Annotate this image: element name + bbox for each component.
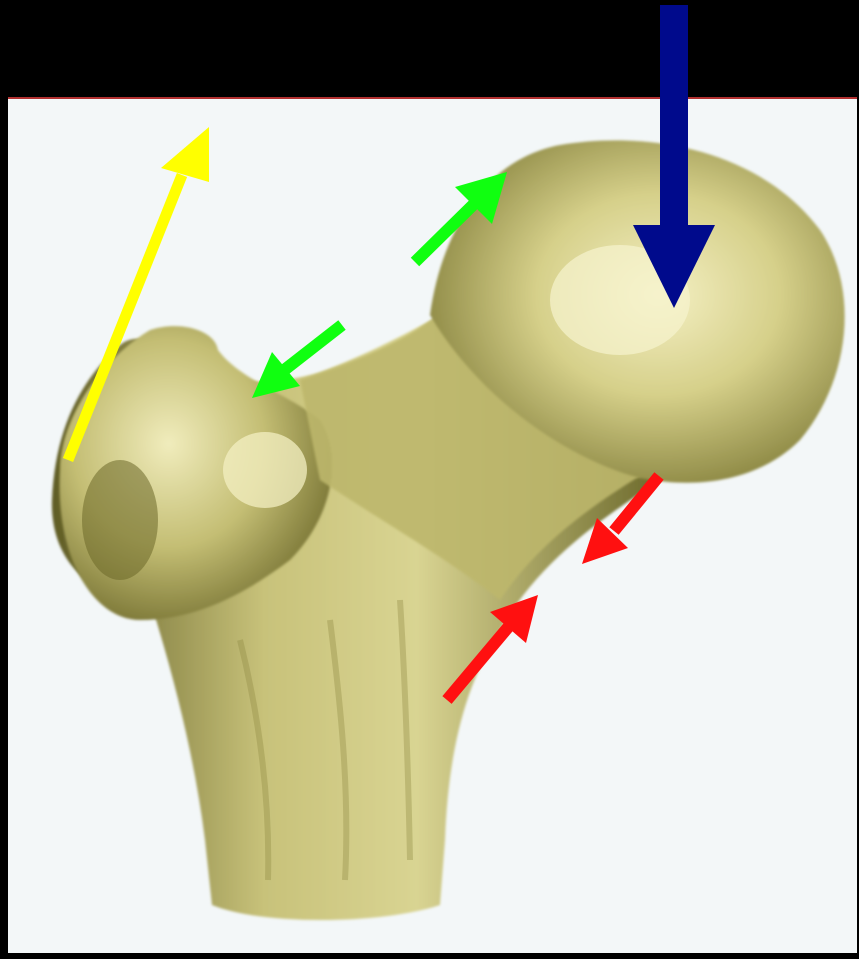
- trochanter-highlight: [223, 432, 307, 508]
- trochanter-fossa-shadow: [82, 460, 158, 580]
- femur-bone: [52, 140, 845, 920]
